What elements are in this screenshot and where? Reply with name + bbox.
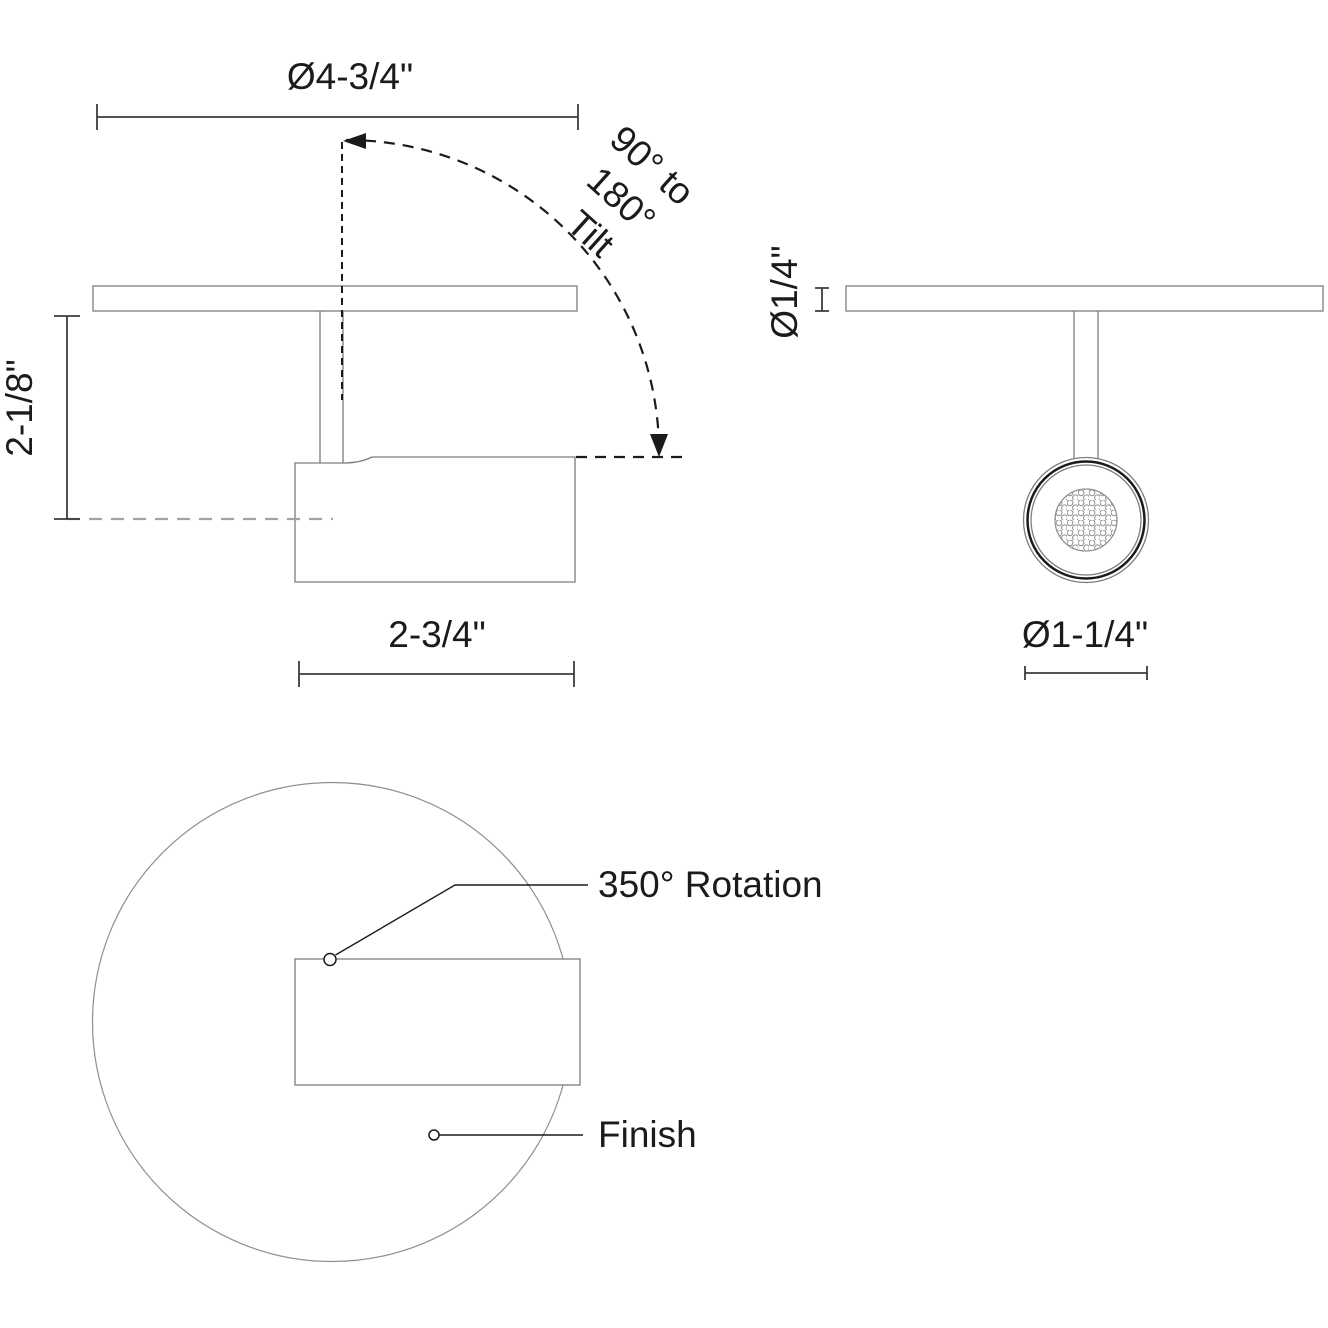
- rotation-pivot-marker: [323, 952, 337, 967]
- dim-canopy-thickness-line: [815, 287, 829, 312]
- rotation-leader-line: [335, 884, 588, 956]
- dim-body-width-line: [298, 661, 575, 687]
- height-label: 2-1/8": [0, 359, 40, 457]
- canopy-thickness-label: Ø1/4": [764, 245, 805, 339]
- front-canopy-plate: [845, 285, 1324, 312]
- side-stem: [319, 311, 344, 463]
- head-inner-ring: [1030, 464, 1142, 576]
- body-outline-top: [294, 958, 581, 1086]
- lens-diameter-label: Ø1-1/4": [1021, 614, 1149, 655]
- head-mid-ring: [1026, 460, 1146, 580]
- front-stem: [1073, 311, 1099, 459]
- dim-canopy-diameter-line: [96, 104, 579, 130]
- side-view: [54, 104, 688, 687]
- dim-lens-diameter-line: [1024, 666, 1148, 680]
- tilt-arc-dashed: [345, 138, 660, 435]
- tilt-arc-arrowhead-left-icon: [343, 133, 366, 149]
- lens-textured-circle: [1054, 488, 1118, 552]
- finish-marker: [428, 1129, 440, 1141]
- body-width-label: 2-3/4": [388, 614, 486, 655]
- head-outer-ring: [1022, 456, 1150, 584]
- tilt-arc-arrowhead-down-icon: [650, 434, 668, 457]
- dim-height-line: [54, 315, 80, 520]
- finish-label: Finish: [598, 1114, 697, 1155]
- rotation-label: 350° Rotation: [598, 864, 823, 905]
- side-body-cylinder: [294, 456, 576, 583]
- front-view: [815, 285, 1324, 680]
- canopy-diameter-label: Ø4-3/4": [286, 56, 414, 97]
- side-canopy-plate: [92, 285, 578, 312]
- top-view: [91, 781, 588, 1263]
